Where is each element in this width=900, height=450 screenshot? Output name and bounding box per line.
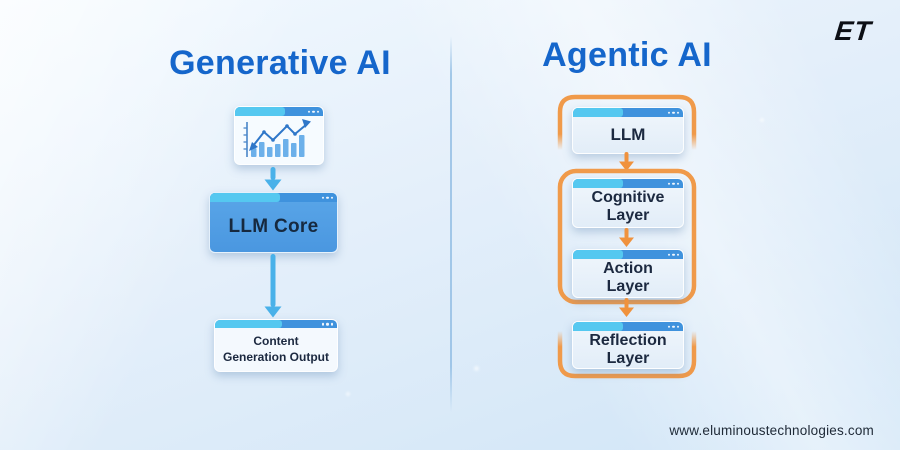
window-titlebar: [573, 179, 683, 188]
arrow-down-icon: [263, 254, 283, 323]
bar-chart-trend-icon: [235, 116, 323, 164]
titlebar-segment: [573, 108, 623, 117]
titlebar-segment: [573, 179, 623, 188]
sparkle-dot: [474, 366, 479, 371]
arrow-down-icon: [618, 228, 635, 253]
cognitive-label-line2: Layer: [606, 207, 650, 224]
reflection-layer-box: Reflection Layer: [572, 321, 684, 369]
window-dots-icon: [667, 253, 679, 256]
titlebar-segment: [215, 320, 283, 328]
input-chart-window: [234, 106, 324, 165]
llm-label: LLM: [610, 125, 646, 145]
sparkle-dot: [760, 118, 764, 122]
cognitive-layer-box: Cognitive Layer: [572, 178, 684, 228]
arrow-down-icon: [618, 152, 635, 177]
agentic-ai-title: Agentic AI: [542, 36, 712, 74]
arrow-down-icon: [618, 298, 635, 323]
window-dots-icon: [321, 196, 333, 199]
content-generation-output-box: Content Generation Output: [214, 319, 338, 372]
arrow-down-icon: [263, 167, 283, 196]
reflection-label-line1: Reflection: [589, 332, 667, 350]
llm-core-label: LLM Core: [228, 216, 319, 237]
window-titlebar: [210, 193, 337, 202]
orange-bracket-bottom: [556, 328, 698, 386]
window-dots-icon: [667, 111, 679, 114]
panel-divider: [450, 36, 452, 412]
window-titlebar: [573, 250, 683, 259]
et-brand-logo: ET: [833, 16, 874, 46]
cognitive-label-line1: Cognitive: [591, 189, 665, 207]
titlebar-segment: [573, 322, 623, 331]
window-titlebar: [215, 320, 337, 328]
action-label-line1: Action: [603, 260, 653, 278]
llm-box: LLM: [572, 107, 684, 154]
window-dots-icon: [307, 110, 319, 113]
content-output-label-line1: Content: [253, 333, 299, 348]
sparkle-dot: [346, 392, 350, 396]
window-titlebar: [573, 108, 683, 117]
sparkle-dot: [648, 58, 654, 64]
window-titlebar: [235, 107, 323, 116]
website-url: www.eluminoustechnologies.com: [669, 423, 874, 438]
titlebar-segment: [235, 107, 286, 116]
llm-core-box: LLM Core: [209, 192, 338, 253]
titlebar-segment: [573, 250, 623, 259]
generative-ai-title: Generative AI: [169, 44, 391, 82]
content-output-label-line2: Generation Output: [223, 349, 329, 364]
window-dots-icon: [667, 325, 679, 328]
window-dots-icon: [667, 182, 679, 185]
action-layer-box: Action Layer: [572, 249, 684, 298]
orange-bracket-top: [556, 92, 698, 157]
window-dots-icon: [321, 322, 333, 326]
reflection-label-line2: Layer: [606, 350, 650, 367]
titlebar-segment: [210, 193, 280, 202]
window-titlebar: [573, 322, 683, 331]
action-label-line2: Layer: [606, 278, 650, 295]
